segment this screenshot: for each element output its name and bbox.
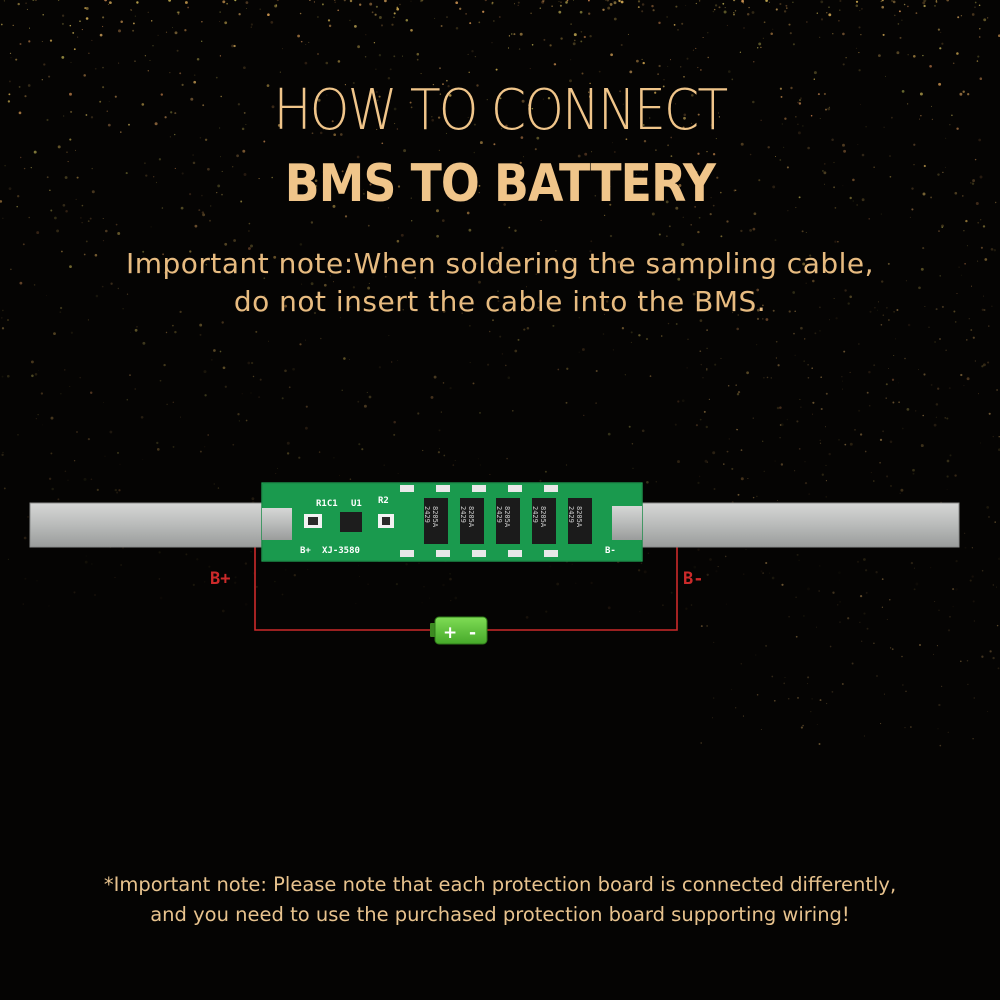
terminal-label-negative: B-: [683, 569, 703, 589]
note-top-line-2: do not insert the cable into the BMS.: [233, 285, 767, 318]
mosfet-chip: 8205A2429: [472, 485, 520, 557]
mosfet-chip-label: 8205A2429: [495, 506, 511, 528]
note-bottom-line-1: *Important note: Please note that each p…: [103, 873, 897, 896]
title-line-1: HOW TO CONNECT: [273, 78, 729, 143]
battery-plus-sign: +: [443, 623, 457, 643]
pcb-label-r1c1: R1C1: [316, 499, 338, 509]
note-bottom-line-2: and you need to use the purchased protec…: [150, 903, 850, 926]
pcb-label-u1: U1: [351, 499, 362, 509]
mosfet-chip-label: 8205A2429: [567, 506, 583, 528]
nickel-strip-right: [611, 502, 960, 548]
pcb-model-label: XJ-3580: [322, 546, 360, 556]
important-note-bottom: *Important note: Please note that each p…: [0, 870, 1000, 930]
terminal-label-positive: B+: [210, 569, 230, 589]
battery-icon: [430, 616, 488, 645]
important-note-top: Important note:When soldering the sampli…: [0, 245, 1000, 321]
pcb-pad-label-right: B-: [605, 546, 616, 556]
mosfet-chip: 8205A2429: [508, 485, 556, 557]
mosfet-chip: 8205A2429: [436, 485, 484, 557]
pcb-pad-label-left: B+: [300, 546, 311, 556]
mosfet-chip: 8205A2429: [400, 485, 448, 557]
mosfet-chips: 8205A2429 8205A2429 8205A2429 8205A2429 8205…: [400, 485, 592, 557]
mosfet-chip-label: 8205A2429: [531, 506, 547, 528]
battery-minus-sign: -: [469, 623, 476, 643]
nickel-strip-left: [29, 502, 293, 548]
pcb-label-r2: R2: [378, 496, 389, 506]
mosfet-chip-label: 8205A2429: [459, 506, 475, 528]
note-top-line-1: Important note:When soldering the sampli…: [125, 247, 875, 280]
mosfet-chip: 8205A2429: [544, 485, 592, 557]
mosfet-chip-label: 8205A2429: [423, 506, 439, 528]
title-line-2: BMS TO BATTERY: [284, 154, 716, 214]
